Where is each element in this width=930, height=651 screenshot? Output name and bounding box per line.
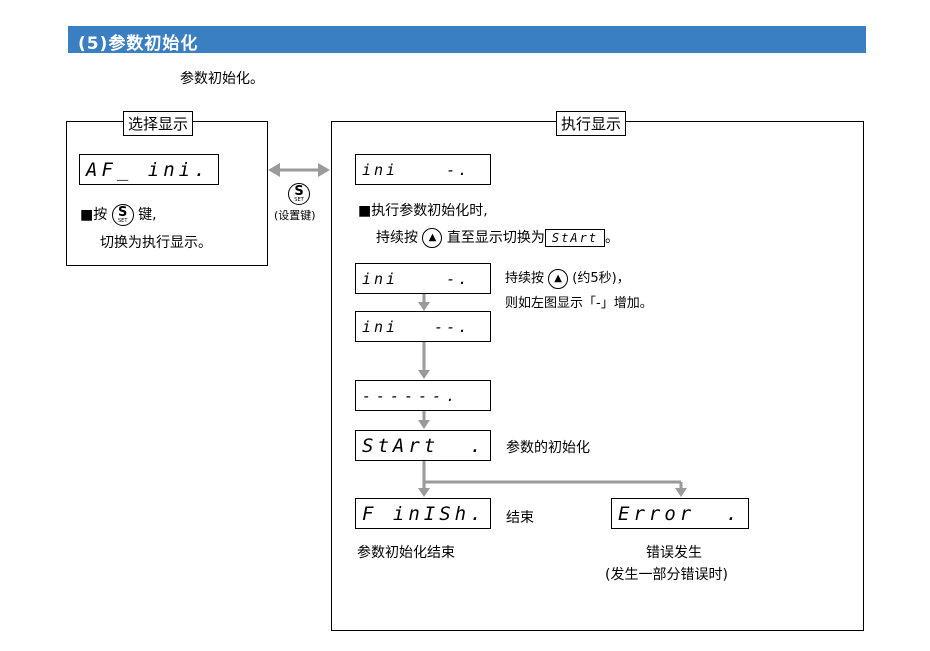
section-header: (5)参数初始化: [68, 26, 866, 54]
lcd-af-ini: AF_ ini.: [79, 154, 219, 185]
execute-display-title: 执行显示: [556, 111, 627, 136]
init-label: 参数的初始化: [506, 440, 590, 456]
lcd-finish: F inISh.: [355, 498, 491, 529]
lcd-error: Error .: [611, 498, 749, 529]
lcd-dashes: ------.: [355, 380, 491, 411]
lcd-ini-1: ini -.: [355, 263, 491, 294]
lcd-start: StArt .: [355, 430, 491, 461]
up-key-icon: ▲: [548, 268, 569, 289]
finish-label: 结束: [506, 510, 534, 526]
finish-caption: 参数初始化结束: [357, 545, 455, 561]
hold-note-line2: 则如左图显示「-」增加。: [505, 296, 653, 311]
up-key-icon: ▲: [422, 228, 443, 248]
set-key-caption: (设置键): [274, 209, 316, 222]
error-caption-detail: (发生一部分错误时): [605, 567, 728, 583]
lcd-ini-2: ini --.: [355, 311, 491, 342]
lcd-ini-top: ini -.: [355, 154, 491, 185]
intro-text: 参数初始化。: [180, 71, 264, 87]
execute-instruction-1: ■执行参数初始化时,: [358, 203, 488, 219]
arrow-right-head: [318, 163, 330, 177]
error-caption: 错误发生: [646, 545, 702, 561]
select-instruction-line2: 切换为执行显示。: [100, 235, 212, 251]
arrow-left-head: [268, 163, 280, 177]
hold-note: 持续按 ▲ (约5秒)，: [505, 267, 630, 289]
inline-lcd-start: StArt: [544, 229, 606, 247]
section-title: (5)参数初始化: [78, 34, 199, 54]
select-display-title: 选择显示: [123, 111, 194, 136]
